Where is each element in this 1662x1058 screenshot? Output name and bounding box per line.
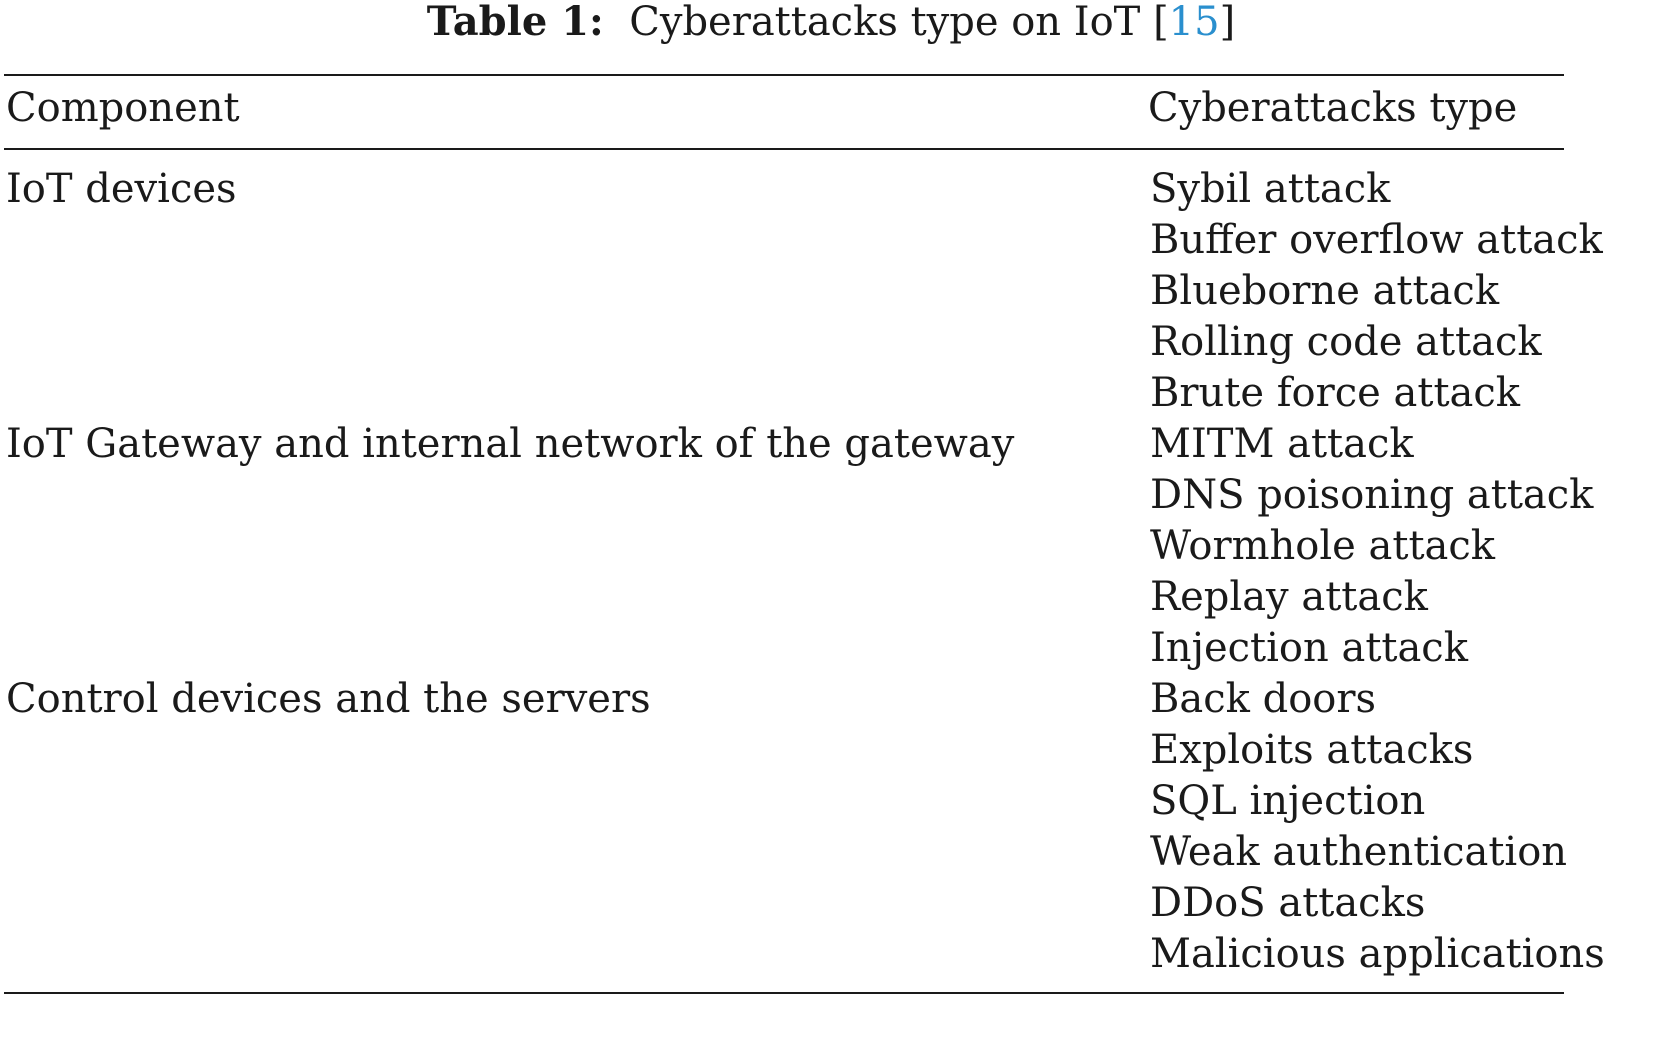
component-cell: IoT Gateway and internal network of the …	[6, 421, 1015, 467]
table-top-rule	[4, 74, 1564, 76]
attack-item: Weak authentication	[1150, 829, 1568, 875]
attack-item: Wormhole attack	[1150, 523, 1496, 569]
citation-link[interactable]: 15	[1168, 0, 1220, 45]
header-cyberattacks-type: Cyberattacks type	[1148, 85, 1518, 131]
table-caption: Table 1: Cyberattacks type on IoT [15]	[0, 0, 1662, 48]
table-bottom-rule	[4, 992, 1564, 994]
component-cell: Control devices and the servers	[6, 676, 651, 722]
attack-item: Replay attack	[1150, 574, 1428, 620]
attack-item: Exploits attacks	[1150, 727, 1474, 773]
table-row-group: IoT devices Sybil attack Buffer overflow…	[4, 164, 1603, 419]
table-header-row: Component Cyberattacks type	[4, 80, 1564, 140]
attack-list: Back doors Exploits attacks SQL injectio…	[1150, 674, 1605, 980]
attack-item: MITM attack	[1150, 421, 1414, 467]
attack-list: Sybil attack Buffer overflow attack Blue…	[1150, 164, 1603, 419]
table-row-group: Control devices and the servers Back doo…	[4, 674, 1605, 980]
attack-item: DDoS attacks	[1150, 880, 1426, 926]
header-component: Component	[6, 85, 240, 131]
attack-item: Malicious applications	[1150, 931, 1605, 977]
table-body: IoT devices Sybil attack Buffer overflow…	[4, 164, 1605, 980]
attack-item: Injection attack	[1150, 625, 1468, 671]
table-header-rule	[4, 148, 1564, 150]
attack-item: Back doors	[1150, 676, 1377, 722]
attack-list: MITM attack DNS poisoning attack Wormhol…	[1150, 419, 1594, 674]
caption-label: Table 1:	[426, 0, 604, 45]
attack-item: Brute force attack	[1150, 370, 1521, 416]
attack-item: Blueborne attack	[1150, 268, 1500, 314]
caption-text: Cyberattacks type on IoT [	[629, 0, 1169, 45]
attack-item: DNS poisoning attack	[1150, 472, 1594, 518]
attack-item: SQL injection	[1150, 778, 1426, 824]
attack-item: Rolling code attack	[1150, 319, 1542, 365]
caption-close-bracket: ]	[1219, 0, 1236, 45]
attack-item: Sybil attack	[1150, 166, 1391, 212]
attack-item: Buffer overflow attack	[1150, 217, 1603, 263]
table-row-group: IoT Gateway and internal network of the …	[4, 419, 1594, 674]
component-cell: IoT devices	[6, 166, 237, 212]
